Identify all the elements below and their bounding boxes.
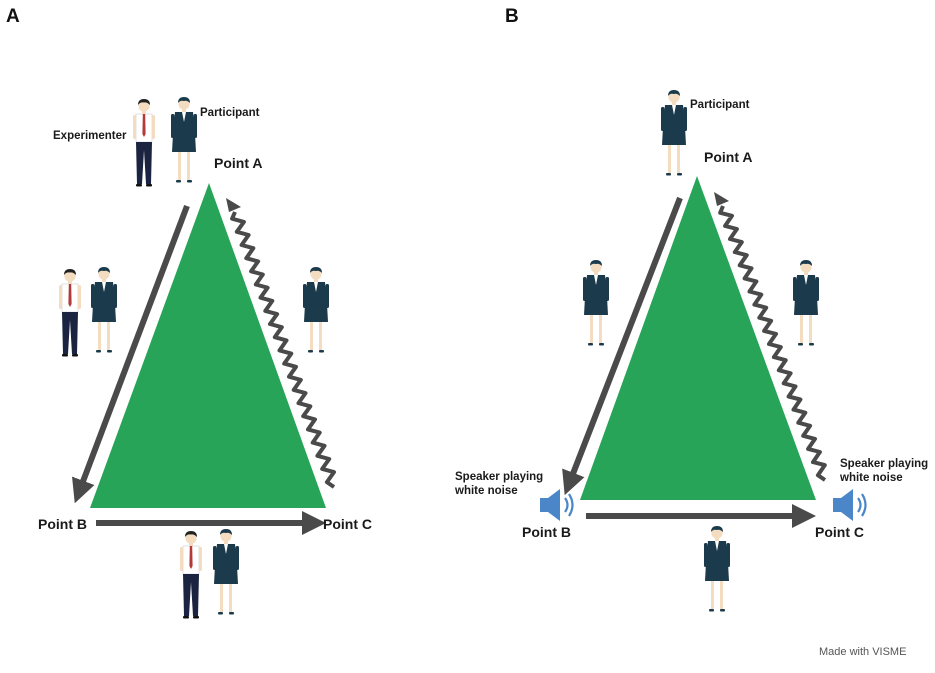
participant-figure-top-b (661, 90, 687, 176)
wavy-arrow-head-a (226, 198, 241, 212)
experimenter-label: Experimenter (53, 130, 127, 142)
credit-text: Made with VISME (819, 646, 906, 658)
point-a-label: Point A (214, 155, 262, 171)
point-b-label: Point B (38, 516, 87, 532)
point-b-label-b: Point B (522, 524, 571, 540)
participant-figure-a (171, 97, 197, 183)
arrow-a-to-b-b (562, 196, 683, 496)
point-c-label: Point C (323, 516, 372, 532)
panel-letter-b: B (505, 6, 519, 27)
wavy-arrow-c-to-a-b (718, 205, 827, 482)
triangle-a (90, 183, 326, 508)
speaker-icon-right (831, 487, 867, 523)
participant-label-b: Participant (690, 99, 750, 111)
participant-figure-left-b (583, 260, 609, 346)
participant-figure-bottom-b (704, 526, 730, 612)
speaker-icon-left (538, 487, 574, 523)
speaker-label-left-line2: white noise (454, 485, 518, 497)
wavy-arrow-head-b (714, 192, 729, 206)
participant-figure-left (91, 267, 117, 353)
experimenter-figure-bottom (179, 530, 203, 619)
speaker-label-left-line1: Speaker playing (455, 471, 543, 483)
speaker-label-right-line2: white noise (839, 472, 903, 484)
participant-label-a: Participant (200, 107, 260, 119)
participant-figure-bottom (213, 529, 239, 615)
wavy-arrow-c-to-a (230, 211, 336, 489)
triangle-b (580, 176, 816, 500)
point-c-label-b: Point C (815, 524, 864, 540)
participant-figure-right (303, 267, 329, 353)
experimenter-figure-a (132, 98, 156, 187)
speaker-label-right-line1: Speaker playing (840, 458, 928, 470)
participant-figure-right-b (793, 260, 819, 346)
panel-letter-a: A (6, 6, 20, 27)
arrow-a-to-b (72, 204, 190, 504)
point-a-label-b: Point A (704, 149, 752, 165)
experimenter-figure-left (58, 268, 82, 357)
